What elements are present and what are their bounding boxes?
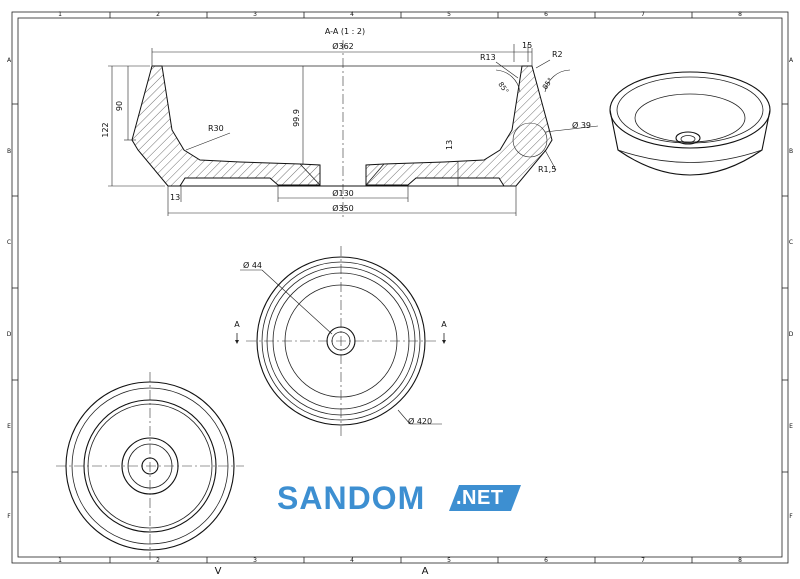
col-label-top: 6 <box>544 11 548 18</box>
inner-border <box>17 17 783 558</box>
dim-radius-edge: R2 <box>552 50 563 59</box>
row-label-right: B <box>789 148 793 155</box>
angle-arc <box>544 69 571 93</box>
dim-radius-rim: R13 <box>480 53 496 62</box>
col-label-bottom: 8 <box>738 557 742 564</box>
col-label-top: 2 <box>156 11 160 18</box>
col-label-bottom: 2 <box>156 557 160 564</box>
bottom-mark-v: V <box>215 566 222 575</box>
col-label-bottom: 4 <box>350 557 354 564</box>
bottom-mark-a: A <box>422 566 429 575</box>
dim-depth: 99.9 <box>292 109 301 127</box>
section-view: A-A (1 : 2) Ø362 122 90 99.9 R30 <box>101 27 599 220</box>
dim-radius-foot: R1,5 <box>538 165 556 174</box>
dim-radius-inner: R30 <box>208 124 224 133</box>
dim-height-inner: 90 <box>115 101 124 111</box>
leader-line <box>495 61 519 79</box>
row-label-left: F <box>7 513 11 520</box>
detail-circle <box>512 122 548 158</box>
plan-view: Ø 44 Ø 420 A A <box>234 246 447 436</box>
col-label-top: 7 <box>641 11 645 18</box>
section-title: A-A (1 : 2) <box>325 27 365 36</box>
col-label-top: 1 <box>58 11 62 18</box>
col-label-top: 4 <box>350 11 354 18</box>
dim-top-diameter: Ø362 <box>332 41 354 51</box>
dim-base-diameter: Ø350 <box>332 203 354 213</box>
col-label-top: 5 <box>447 11 451 18</box>
col-label-top: 8 <box>738 11 742 18</box>
leader-line <box>544 125 599 133</box>
outer-border <box>11 11 789 564</box>
leader-line <box>535 59 551 69</box>
section-arrowhead <box>235 340 239 344</box>
dim-rim-width: 15 <box>522 41 532 50</box>
section-mark-right: A <box>441 320 447 329</box>
column-ticks <box>109 12 693 563</box>
bottom-view <box>56 372 244 560</box>
leader-line <box>544 149 557 171</box>
drain-edge <box>365 163 385 186</box>
leader-line <box>397 409 411 425</box>
row-label-left: C <box>7 239 11 246</box>
plan-drain-label: Ø 44 <box>243 260 262 270</box>
drain-edge <box>299 163 321 186</box>
dim-foot-height: 13 <box>445 140 454 150</box>
col-label-bottom: 3 <box>253 557 257 564</box>
leader-line <box>185 132 231 151</box>
dim-base-thickness: 13 <box>170 193 180 202</box>
col-label-bottom: 1 <box>58 557 62 564</box>
section-arrowhead <box>442 340 446 344</box>
row-label-right: E <box>789 423 793 430</box>
row-label-left: E <box>7 423 11 430</box>
isometric-view <box>609 71 771 176</box>
row-ticks <box>12 103 788 473</box>
dim-angle-left: 85° <box>496 81 510 96</box>
brand-badge <box>449 485 521 511</box>
dim-height-total: 122 <box>101 122 110 137</box>
leader-line <box>261 269 333 335</box>
section-mark-left: A <box>234 320 240 329</box>
row-label-left: A <box>7 57 12 64</box>
row-label-right: A <box>789 57 794 64</box>
col-label-bottom: 7 <box>641 557 645 564</box>
angle-arc <box>495 69 521 93</box>
plan-outer-label: Ø 420 <box>408 416 432 426</box>
row-label-right: C <box>789 239 793 246</box>
dim-angle-right: 85° <box>541 76 555 91</box>
dim-drain-diameter: Ø130 <box>332 188 354 198</box>
brand-suffix: .NET <box>456 487 504 509</box>
bowl-wall-right <box>365 65 553 187</box>
row-label-right: F <box>789 513 793 520</box>
col-label-bottom: 5 <box>447 557 451 564</box>
row-label-left: D <box>7 331 12 338</box>
dim-small-diameter: Ø 39 <box>572 120 591 130</box>
row-label-right: D <box>789 331 794 338</box>
row-label-left: B <box>7 148 11 155</box>
col-label-bottom: 6 <box>544 557 548 564</box>
brand-name: SANDOM <box>277 480 426 516</box>
col-label-top: 3 <box>253 11 257 18</box>
